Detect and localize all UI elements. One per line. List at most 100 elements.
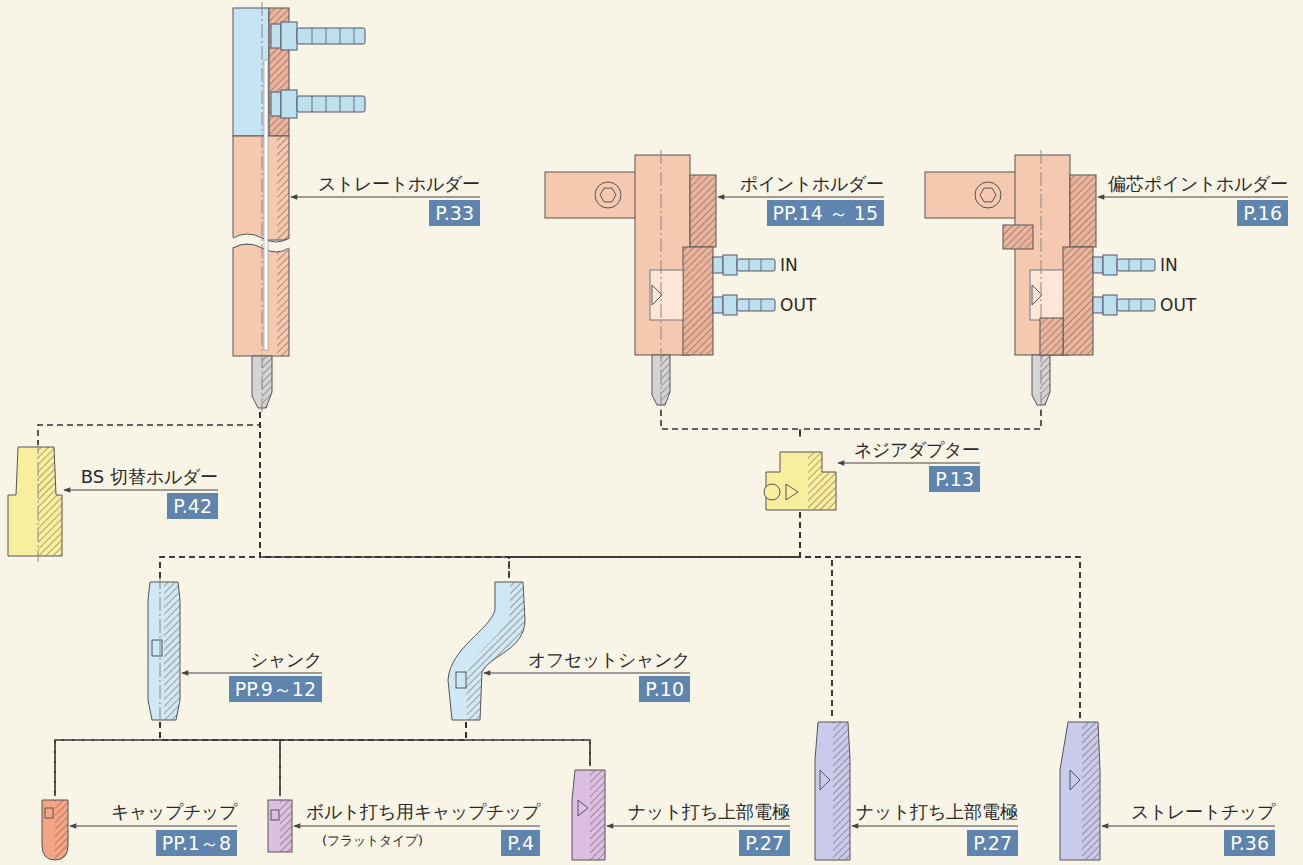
screw-adapter-drawing xyxy=(764,452,836,510)
straight-holder-drawing xyxy=(297,96,365,112)
shank-drawing xyxy=(164,582,180,720)
point-holder-drawing xyxy=(749,299,761,311)
part-callout: ナット打ち上部電極 P.27 xyxy=(812,718,1022,862)
page-reference: P.4 xyxy=(501,830,540,856)
straight-tip-drawing xyxy=(1060,722,1100,860)
part-callout: ナット打ち上部電極 P.27 xyxy=(568,766,794,862)
point-holder-drawing xyxy=(737,259,775,271)
shank-drawing xyxy=(148,575,180,725)
part-callout: ネジアダプターP.13 xyxy=(755,437,985,512)
point-holder-drawing xyxy=(683,247,713,355)
nut-upper-electrode-drawing xyxy=(815,722,850,860)
leader-lines xyxy=(294,826,540,827)
straight-holder-drawing xyxy=(231,2,365,412)
page-reference: P.27 xyxy=(739,830,790,856)
leader-lines xyxy=(718,197,884,198)
part-name: ストレートホルダー xyxy=(318,173,480,195)
shank-drawing xyxy=(148,582,180,720)
bs-holder-drawing xyxy=(8,447,62,556)
straight-holder-drawing xyxy=(271,24,281,48)
leader-lines xyxy=(1102,826,1275,827)
straight-tip-drawing xyxy=(1070,770,1080,790)
part-callout: ストレートチップP.36 xyxy=(1056,718,1279,862)
part-callout: ストレートホルダー P.33 xyxy=(228,4,490,412)
bolt-cap-tip-drawing xyxy=(280,800,292,852)
part-name: キャップチップ xyxy=(111,801,237,823)
nut-upper-electrode-drawing xyxy=(833,722,850,860)
part-callout: 偏芯ポイントホルダーP.16 xyxy=(920,150,1293,410)
straight-holder-drawing xyxy=(281,90,297,118)
bs-holder-drawing xyxy=(8,440,62,562)
part-name: ボルト打ち用キャップチップ xyxy=(306,801,540,823)
leader-lines xyxy=(607,826,790,827)
bs-holder-drawing xyxy=(38,447,62,556)
leader-lines xyxy=(64,197,1288,826)
point-holder-drawing xyxy=(683,247,713,355)
straight-holder-drawing xyxy=(262,2,263,412)
straight-holder-drawing xyxy=(262,356,272,408)
page-reference: P.27 xyxy=(967,830,1018,856)
eccentric-point-holder-drawing xyxy=(1040,318,1063,355)
leader-lines xyxy=(1098,197,1288,198)
part-callout: シャンクPP.9～12 xyxy=(144,578,326,722)
dashed-connector xyxy=(55,722,160,796)
part-name: オフセットシャンク xyxy=(528,649,690,671)
point-holder-drawing xyxy=(713,257,723,273)
screw-adapter-drawing xyxy=(786,484,798,500)
straight-holder-drawing xyxy=(312,96,354,112)
page-reference: P.36 xyxy=(1224,830,1275,856)
cap-tip-drawing xyxy=(55,800,68,860)
leader-lines xyxy=(182,673,322,674)
dashed-connector xyxy=(160,722,590,766)
straight-holder-drawing xyxy=(231,234,291,252)
offset-shank-drawing xyxy=(466,582,525,720)
part-name: ナット打ち上部電極 xyxy=(628,801,790,823)
straight-holder-drawing xyxy=(233,244,289,252)
page-reference: P.16 xyxy=(1237,200,1288,226)
port-label: OUT xyxy=(780,295,816,315)
bolt-cap-tip-drawing xyxy=(271,810,279,820)
nut-upper-electrode-drawing xyxy=(572,770,605,860)
point-holder-drawing xyxy=(635,155,690,355)
cap-tip-drawing xyxy=(42,800,68,860)
point-holder-drawing xyxy=(650,270,683,320)
screw-adapter-drawing xyxy=(766,452,836,510)
bolt-cap-tip-drawing xyxy=(268,800,292,852)
point-holder-drawing xyxy=(690,175,716,247)
part-callout: オフセットシャンクP.10 xyxy=(444,578,694,722)
dashed-connector xyxy=(160,512,800,578)
dashed-connector xyxy=(509,512,800,578)
straight-holder-drawing xyxy=(233,136,289,240)
port-label: IN xyxy=(780,255,798,275)
eccentric-point-holder-drawing xyxy=(1040,318,1063,355)
eccentric-point-holder-drawing xyxy=(1003,225,1033,249)
bs-holder-drawing xyxy=(38,440,39,562)
dashed-connector xyxy=(466,722,590,766)
point-holder-drawing xyxy=(545,172,645,218)
nut-upper-electrode-drawing xyxy=(590,770,605,860)
straight-holder-drawing xyxy=(271,92,281,116)
cap-tip-drawing xyxy=(45,808,53,818)
nut-upper-electrode-drawing xyxy=(572,770,605,860)
dashed-connector xyxy=(55,722,466,796)
point-holder-drawing xyxy=(749,259,761,271)
leader-lines xyxy=(70,826,237,827)
point-holder-drawing xyxy=(661,355,670,405)
straight-holder-drawing xyxy=(233,234,289,242)
page-reference: P.33 xyxy=(429,200,480,226)
dashed-connector xyxy=(260,412,509,578)
point-holder-drawing xyxy=(595,182,621,208)
port-label: OUT xyxy=(1160,295,1196,315)
dashed-connector xyxy=(260,412,1080,718)
eccentric-point-holder-drawing xyxy=(1003,225,1033,249)
nut-upper-electrode-drawing xyxy=(578,800,588,816)
point-holder-drawing xyxy=(600,188,616,202)
part-name: シャンク xyxy=(250,649,322,671)
dashed-connector xyxy=(38,412,260,445)
part-name: ナット打ち上部電極 xyxy=(856,801,1018,823)
part-callout: BS 切替ホルダーP.42 xyxy=(4,445,222,553)
point-holder-drawing xyxy=(661,150,662,410)
leader-lines xyxy=(64,490,218,491)
dashed-connector xyxy=(160,412,260,578)
